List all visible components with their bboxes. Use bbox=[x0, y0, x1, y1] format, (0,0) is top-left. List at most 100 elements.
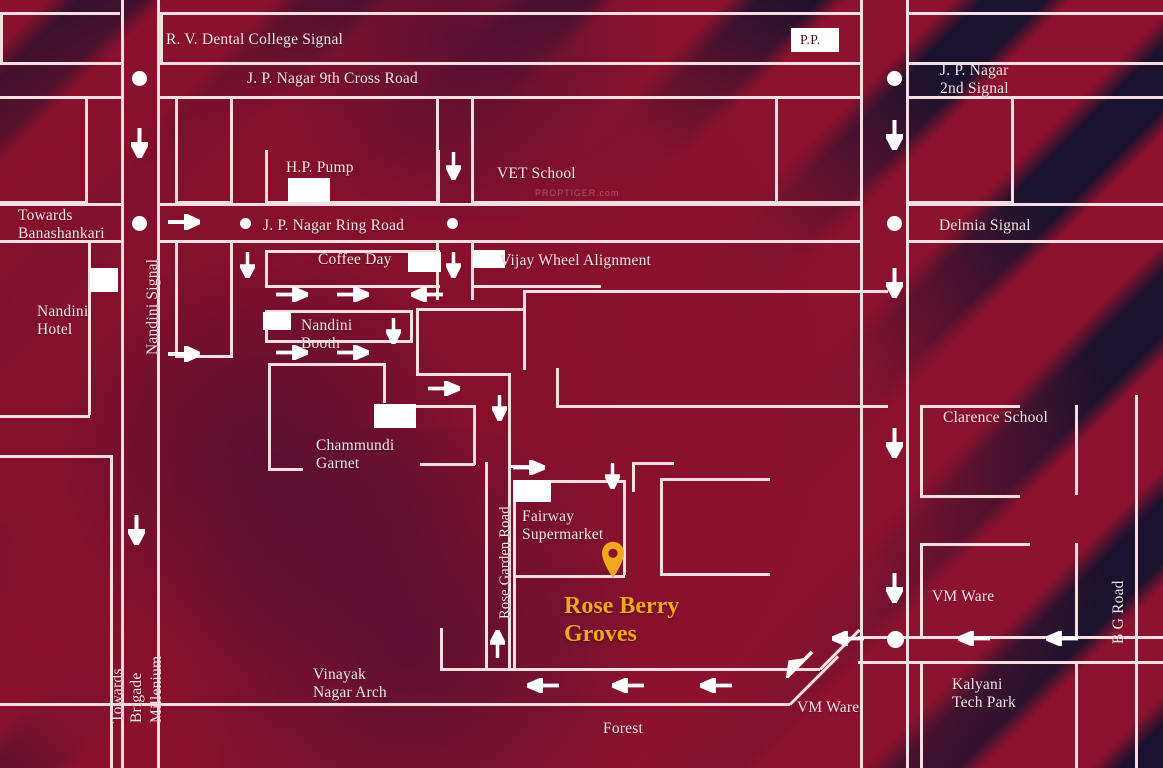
label-kalyani-tech-park: Kalyani Tech Park bbox=[952, 676, 1016, 711]
road-upper-right-branch bbox=[523, 290, 526, 370]
road-right-vert-left bbox=[860, 0, 863, 768]
block-rl-bot bbox=[775, 201, 861, 204]
road-ring-upper-2 bbox=[160, 203, 860, 206]
road-9th-cross-lower-3 bbox=[906, 96, 1163, 99]
road-rose-garden-left bbox=[485, 462, 488, 668]
road-rose-garden-right bbox=[508, 462, 511, 668]
signal-dot-jp-2nd bbox=[887, 71, 902, 86]
road-ring-upper bbox=[0, 203, 121, 206]
arrow-down-zig bbox=[492, 395, 507, 421]
arrow-left-forest-3 bbox=[700, 678, 732, 693]
block-vmn-left bbox=[920, 543, 923, 636]
block-kal-left bbox=[920, 661, 923, 768]
block-nb-top bbox=[175, 240, 233, 243]
label-hp-pump: H.P. Pump bbox=[286, 159, 354, 176]
block-fairway-bot bbox=[513, 575, 625, 578]
block-fr-bot bbox=[660, 573, 770, 576]
road-branch-left-v bbox=[440, 628, 443, 670]
block-clarence-mid bbox=[920, 495, 1020, 498]
block-hp-right bbox=[437, 150, 440, 201]
block-vet-bot bbox=[471, 201, 861, 204]
block-vet-left bbox=[471, 150, 474, 201]
building-nandini-hotel bbox=[90, 268, 118, 292]
project-location-pin[interactable] bbox=[600, 541, 626, 584]
road-zig-c bbox=[416, 373, 511, 376]
arrow-left-coffee bbox=[411, 287, 443, 302]
project-name-line2: Groves bbox=[564, 621, 637, 648]
block-booth-right bbox=[410, 310, 413, 340]
building-nandini-booth bbox=[263, 312, 291, 330]
label-jp-nagar-9th-cross-road: J. P. Nagar 9th Cross Road bbox=[247, 70, 418, 87]
arrow-down-fairway-feed bbox=[605, 463, 620, 489]
arrow-right-ring-west bbox=[168, 214, 200, 230]
signal-dot-rv-dental bbox=[132, 71, 147, 86]
block-jp-left bbox=[175, 96, 178, 201]
road-mid-right-h2 bbox=[420, 463, 475, 466]
block-r1-bot bbox=[906, 201, 1014, 204]
block-fairway-right bbox=[623, 480, 626, 575]
watermark-proptiger: PROPTIGER.com bbox=[535, 188, 620, 198]
road-right-vert-right bbox=[906, 0, 909, 768]
block-hp-bot bbox=[265, 201, 440, 204]
label-bg-road: B G Road bbox=[1110, 580, 1127, 644]
block-r1-right bbox=[1011, 96, 1014, 201]
block-fairway-left bbox=[513, 480, 516, 575]
block-fr-left bbox=[660, 478, 663, 573]
road-ring-lower-2 bbox=[160, 240, 860, 243]
label-vm-ware-north: VM Ware bbox=[932, 588, 995, 605]
block-hotel-top bbox=[0, 240, 88, 243]
arrow-right-booth-1 bbox=[276, 345, 308, 360]
label-pp: P.P. bbox=[800, 33, 821, 48]
arrow-left-forest-2 bbox=[612, 678, 644, 693]
road-zig-b bbox=[416, 308, 419, 373]
arrow-down-nandini-mid bbox=[240, 252, 255, 278]
label-clarence-school: Clarence School bbox=[943, 409, 1049, 426]
road-nandini-vert-right bbox=[157, 0, 160, 768]
road-rv-dental-top bbox=[160, 12, 860, 15]
block-rl-top bbox=[775, 96, 861, 99]
block-clarence-left bbox=[920, 405, 923, 495]
road-mid-right-vert bbox=[556, 368, 559, 408]
block-cg-right bbox=[383, 363, 386, 403]
road-nandini-vert-left bbox=[121, 0, 124, 768]
block-coffee-top bbox=[265, 250, 440, 253]
block-r1-top bbox=[906, 96, 1011, 99]
label-nandini-booth: Nandini Booth bbox=[301, 317, 353, 352]
building-pp bbox=[791, 28, 839, 52]
block-vmn-top bbox=[920, 543, 1030, 546]
label-rv-dental-college-signal: R. V. Dental College Signal bbox=[166, 31, 344, 48]
arrow-down-nandini-top bbox=[131, 128, 148, 158]
road-forest bbox=[0, 703, 790, 706]
block-fr-top bbox=[660, 478, 770, 481]
block-vijay-bot bbox=[471, 285, 601, 288]
arrow-right-booth-2 bbox=[337, 345, 369, 360]
arrow-left-bg-3 bbox=[1046, 631, 1078, 646]
signal-dot-delmia bbox=[887, 216, 902, 231]
signal-dot-ring-center2 bbox=[447, 218, 458, 229]
signal-dot-ring-center bbox=[240, 218, 251, 229]
building-fairway-supermarket bbox=[513, 480, 551, 502]
building-hp-pump bbox=[288, 178, 330, 202]
label-towards-brigade-millenium: Towards Brigade Millenium bbox=[109, 655, 165, 723]
block-vmn-right bbox=[1075, 543, 1078, 636]
road-fr-feed-h bbox=[632, 462, 674, 465]
block-hp-left bbox=[265, 150, 268, 201]
block-cg-bot bbox=[268, 468, 303, 471]
road-mid-right-h bbox=[416, 405, 476, 408]
arrow-down-brigade bbox=[128, 515, 145, 545]
block-fairway-top bbox=[513, 480, 623, 483]
building-vijay bbox=[473, 250, 505, 268]
road-ring-lower-3 bbox=[906, 240, 1163, 243]
label-jp-nagar-2nd-signal: J. P. Nagar 2nd Signal bbox=[940, 62, 1009, 97]
block-coffee-left bbox=[265, 250, 268, 285]
arrow-diagonal-downleft bbox=[786, 650, 814, 678]
arrow-right-coffee-1 bbox=[276, 287, 308, 302]
label-forest: Forest bbox=[603, 720, 643, 737]
block-jp-right bbox=[230, 96, 233, 201]
arrow-down-center-mid bbox=[446, 252, 461, 278]
road-9th-cross-lower-2 bbox=[160, 96, 860, 99]
road-right-inner-a bbox=[1075, 405, 1078, 495]
road-rv-dental-top-right bbox=[906, 12, 1163, 15]
